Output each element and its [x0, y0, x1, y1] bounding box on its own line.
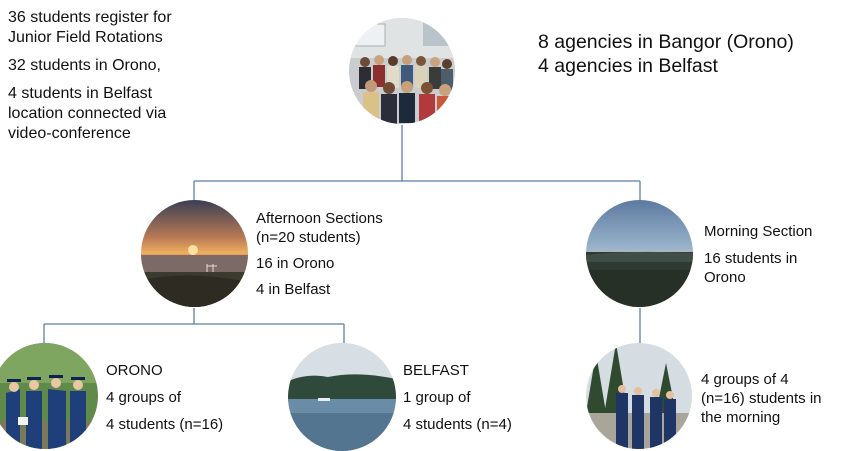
morning-graduates-photo — [586, 343, 692, 449]
summary-line-4: 4 students in Belfast — [8, 85, 153, 102]
summary-line-6: video-conference — [8, 125, 131, 142]
morning-section-text: Morning Section 16 students in Orono — [704, 222, 812, 287]
morning-location: Orono — [704, 269, 746, 286]
afternoon-orono: 16 in Orono — [256, 255, 335, 272]
morning-groups-text: 4 groups of 4 (n=16) students in the mor… — [701, 370, 822, 427]
belfast-harbor-photo — [288, 343, 396, 451]
registration-summary: 36 students register for Junior Field Ro… — [8, 8, 172, 144]
afternoon-title: Afternoon Sections — [256, 210, 383, 227]
afternoon-sections-text: Afternoon Sections (n=20 students) 16 in… — [256, 209, 383, 299]
belfast-groups: 1 group of — [403, 389, 471, 406]
agencies-line-1: 8 agencies in Bangor (Orono) — [538, 31, 794, 53]
summary-line-5: location connected via — [8, 105, 167, 122]
belfast-students: 4 students (n=4) — [403, 416, 512, 433]
afternoon-count: (n=20 students) — [256, 229, 361, 246]
orono-text: ORONO 4 groups of 4 students (n=16) — [106, 361, 223, 434]
agencies-summary: 8 agencies in Bangor (Orono) 4 agencies … — [538, 30, 794, 78]
morning-landscape-photo — [586, 200, 693, 307]
agencies-line-2: 4 agencies in Belfast — [538, 55, 718, 77]
orono-groups: 4 groups of — [106, 389, 182, 406]
orono-title: ORONO — [106, 362, 163, 379]
summary-line-1: 36 students register for — [8, 9, 172, 26]
summary-line-2: Junior Field Rotations — [8, 29, 163, 46]
orono-graduates-photo — [0, 343, 98, 449]
group-photo — [349, 18, 455, 124]
summary-line-3: 32 students in Orono, — [8, 57, 161, 74]
orono-students: 4 students (n=16) — [106, 416, 224, 433]
morning-groups-line-2: (n=16) students in — [701, 390, 822, 407]
sunset-photo — [141, 200, 248, 307]
morning-groups-line-3: the morning — [701, 409, 781, 426]
morning-count: 16 students in — [704, 250, 798, 267]
morning-title: Morning Section — [704, 223, 813, 240]
belfast-title: BELFAST — [403, 362, 469, 379]
afternoon-belfast: 4 in Belfast — [256, 281, 331, 298]
belfast-text: BELFAST 1 group of 4 students (n=4) — [403, 361, 512, 434]
morning-groups-line-1: 4 groups of 4 — [701, 371, 789, 388]
